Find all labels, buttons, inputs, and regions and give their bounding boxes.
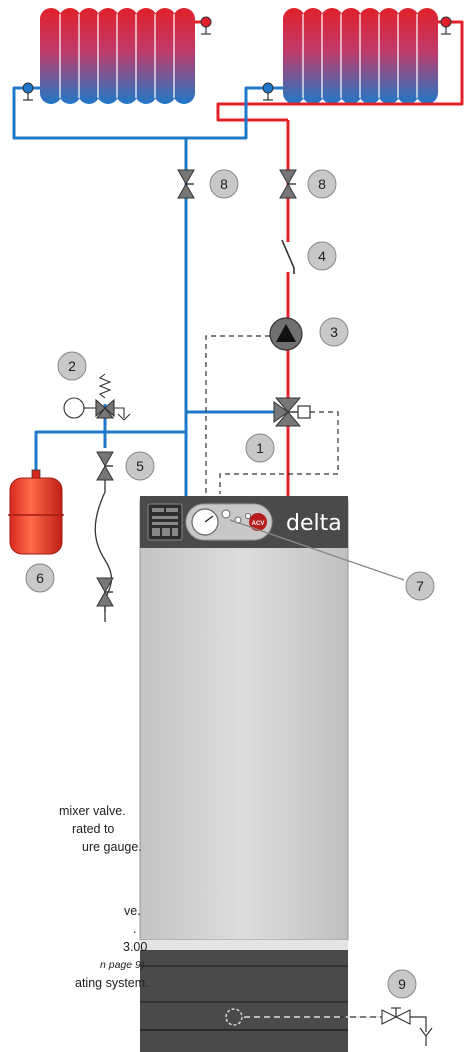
legend-line-8: ating system. — [75, 976, 149, 990]
callout-8-return: 8 — [209, 169, 239, 199]
callout-6: 6 — [25, 563, 55, 593]
brand-name: delta — [286, 511, 342, 536]
svg-text:6: 6 — [36, 570, 44, 586]
expansion-isolation-valve — [96, 451, 114, 481]
safety-valve-gauge — [63, 373, 131, 421]
svg-text:5: 5 — [136, 458, 144, 474]
svg-text:4: 4 — [318, 248, 326, 264]
radiator-left — [40, 8, 195, 104]
callout-1: 1 — [245, 433, 275, 463]
svg-text:3: 3 — [330, 324, 338, 340]
callout-9: 9 — [387, 969, 417, 999]
check-valve — [280, 238, 296, 274]
legend-line-4: ve. — [124, 904, 141, 918]
brand-badge: ACV — [252, 521, 265, 527]
callout-4: 4 — [307, 241, 337, 271]
callout-leader-7 — [229, 519, 405, 581]
legend-line-2: rated to — [72, 822, 115, 836]
callout-7: 7 — [405, 571, 435, 601]
callout-8-flow: 8 — [307, 169, 337, 199]
svg-text:9: 9 — [398, 976, 406, 992]
legend-line-1: mixer valve. — [59, 804, 126, 818]
svg-text:8: 8 — [220, 176, 228, 192]
return-pipes — [12, 86, 283, 500]
svg-text:1: 1 — [256, 440, 264, 456]
radiator-right — [283, 8, 438, 104]
legend-line-6: 3.00 — [123, 940, 148, 954]
mixer-valve — [273, 397, 311, 427]
expansion-tank — [8, 469, 64, 555]
legend-line-7: n page 9) — [100, 959, 145, 971]
callout-5: 5 — [125, 451, 155, 481]
radiator-valve-markers — [22, 16, 452, 101]
isolation-valve-flow — [279, 169, 297, 199]
isolation-valve-return — [177, 169, 195, 199]
drain-valve — [225, 1007, 433, 1046]
boiler: ACV delta — [139, 496, 349, 1052]
callout-2: 2 — [57, 351, 87, 381]
drain-valve-lower — [96, 577, 114, 607]
circulation-pump — [269, 317, 303, 351]
legend-line-3: ure gauge. — [82, 840, 142, 854]
svg-text:2: 2 — [68, 358, 76, 374]
svg-text:7: 7 — [416, 578, 424, 594]
legend-line-5: . — [133, 922, 137, 936]
callout-3: 3 — [319, 317, 349, 347]
svg-text:8: 8 — [318, 176, 326, 192]
control-wiring — [205, 335, 339, 494]
